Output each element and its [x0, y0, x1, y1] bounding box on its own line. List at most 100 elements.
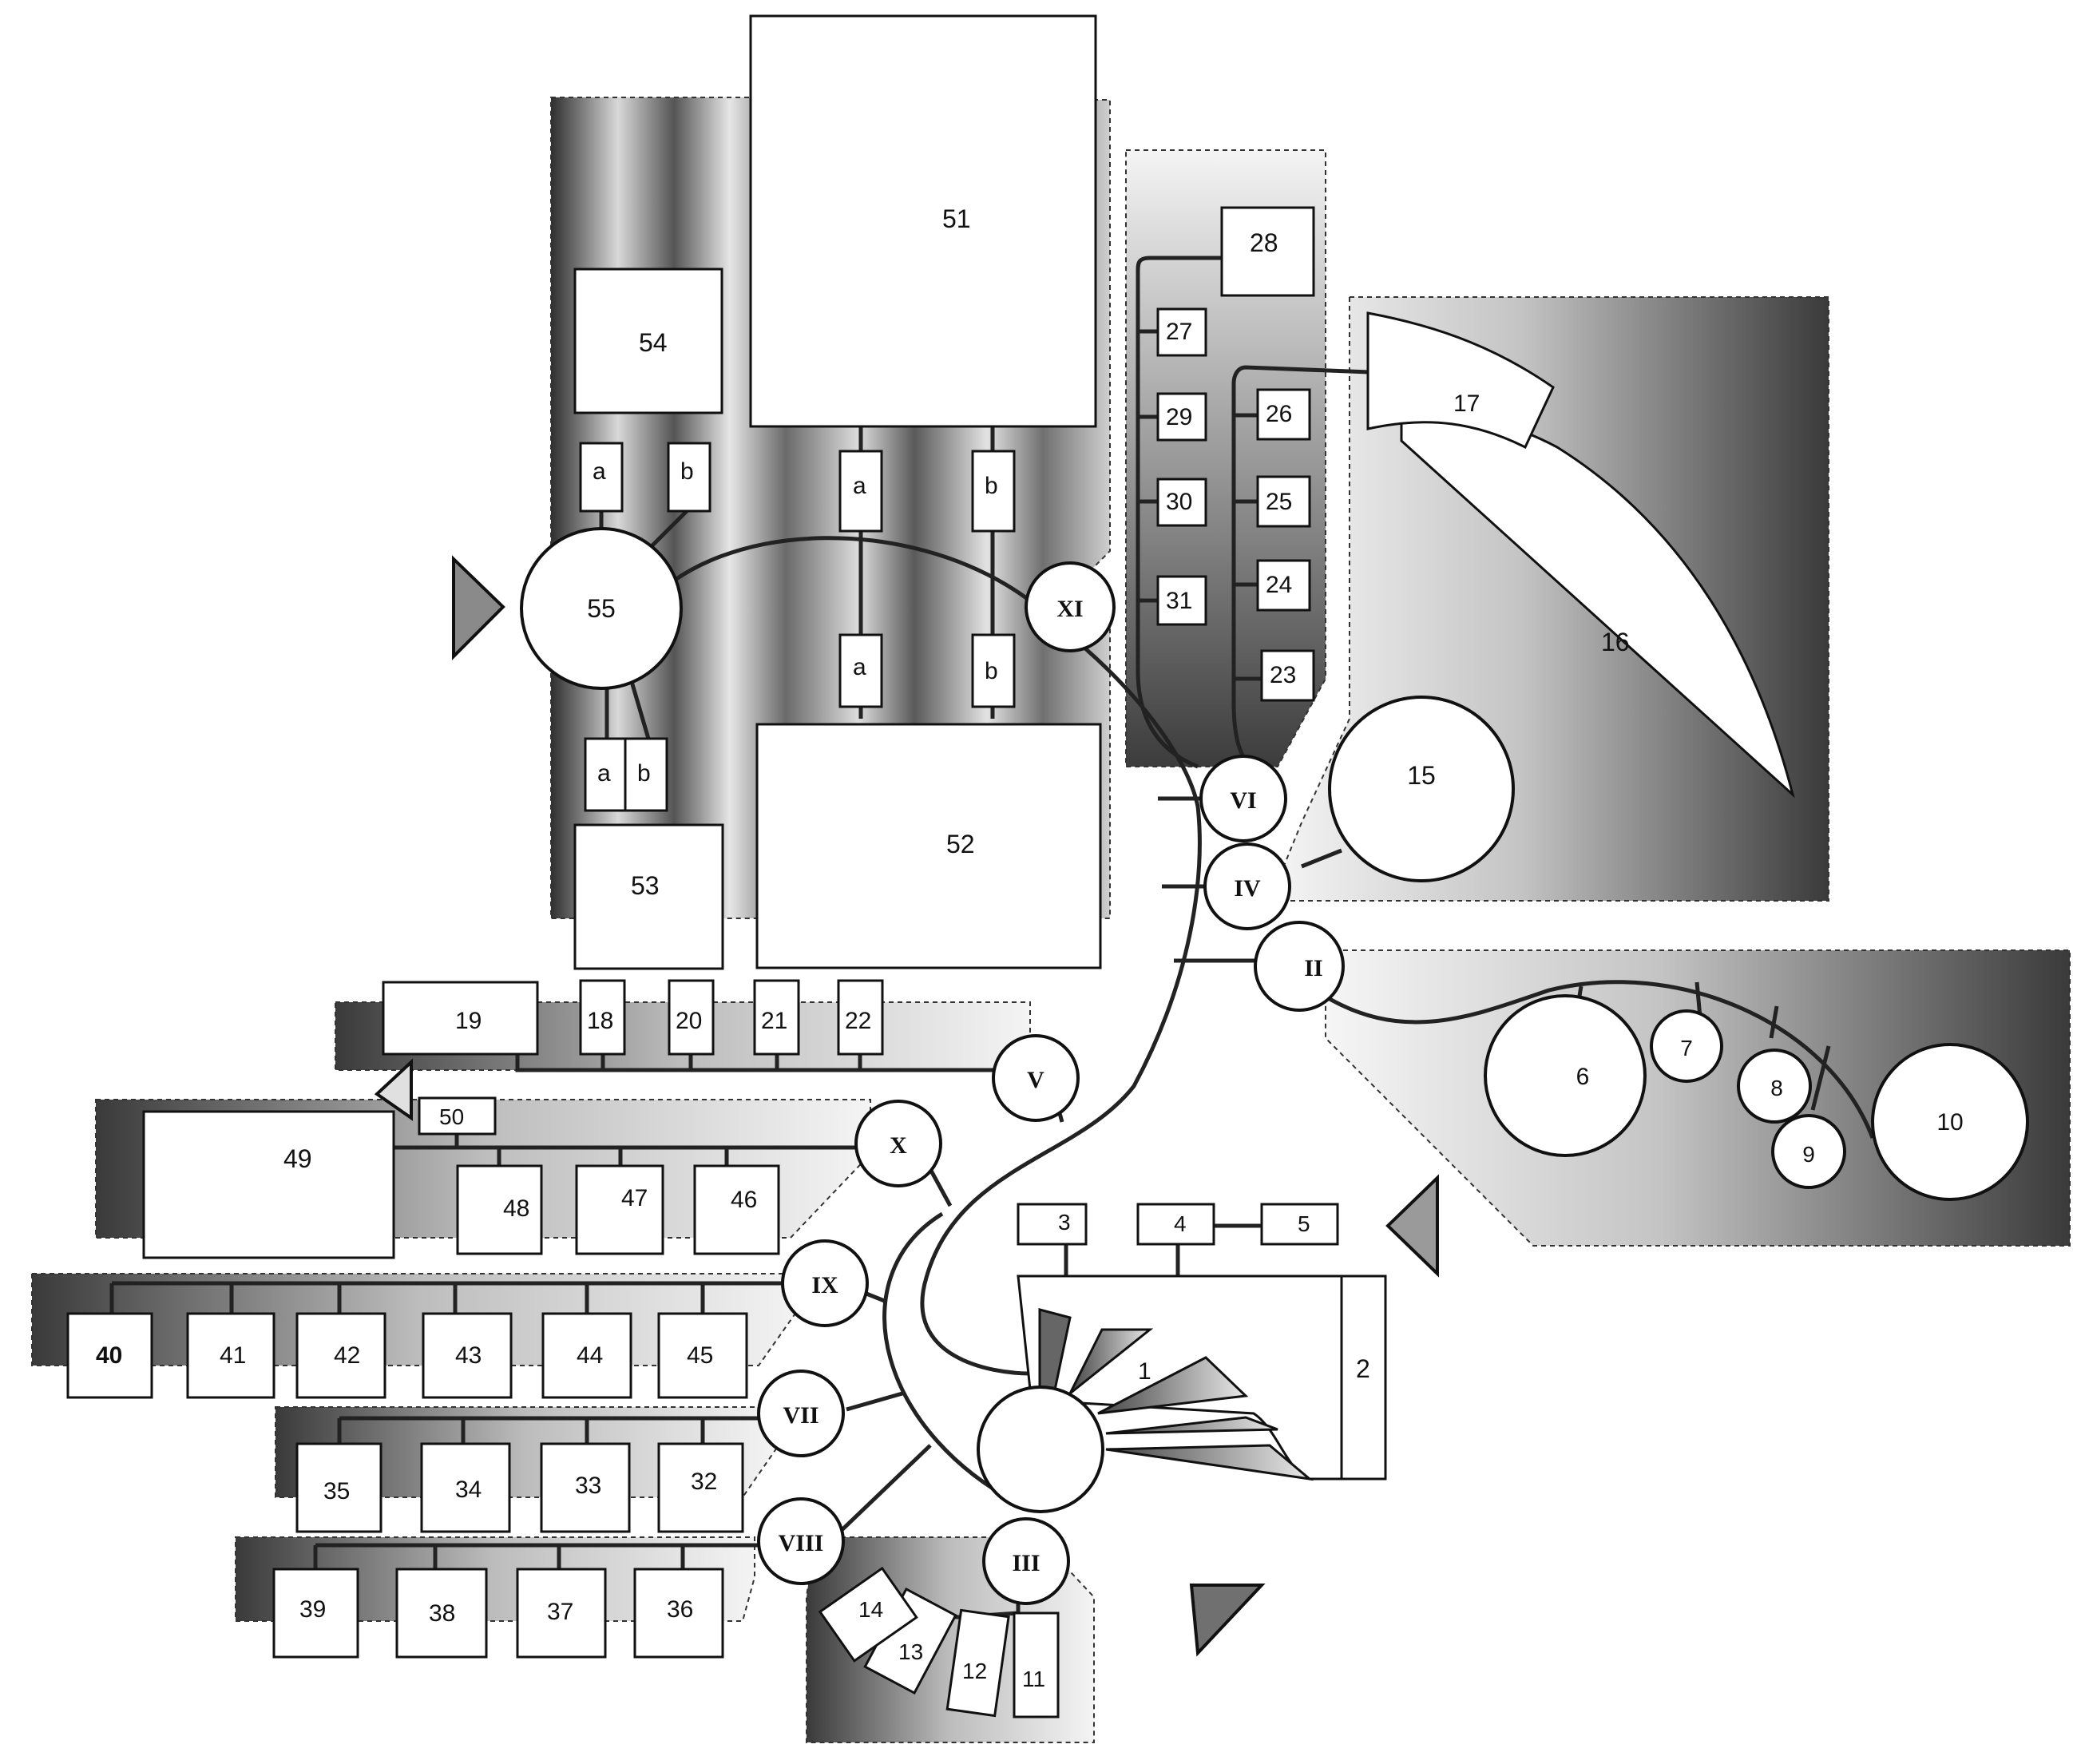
room-5	[1260, 1203, 1339, 1246]
junction-VIII	[757, 1497, 845, 1585]
junction-VII-label: VII	[783, 1402, 818, 1429]
junctions: XI VI IV II V X IX VII VIII III	[757, 561, 1345, 1605]
door-tags: a b a b a b a b	[579, 442, 1016, 812]
room-54-label: 54	[639, 328, 668, 357]
room-31-label: 31	[1166, 588, 1192, 614]
room-25	[1256, 475, 1311, 528]
junction-IV-label: IV	[1234, 875, 1261, 902]
room-37-label: 37	[547, 1599, 573, 1625]
door-a-54-label: a	[593, 458, 606, 485]
door-a-52-label: a	[853, 654, 866, 680]
door-b-52	[971, 633, 1016, 708]
junction-II	[1254, 921, 1345, 1012]
room-42	[295, 1312, 386, 1399]
room-37	[516, 1568, 607, 1659]
room-38-label: 38	[429, 1600, 455, 1627]
rooms: 51 52 53 54 28 27 29 30 31 26 25 24 23 1…	[66, 14, 1339, 1718]
room-8	[1737, 1048, 1812, 1124]
door-b-54-label: b	[680, 458, 694, 485]
entrance-arrow-icon	[452, 555, 505, 660]
room-53-label: 53	[631, 871, 660, 900]
room-32-label: 32	[691, 1469, 717, 1495]
room-12-label: 12	[962, 1659, 987, 1683]
room-52-label: 52	[946, 830, 975, 858]
junction-II-label: II	[1304, 955, 1322, 981]
room-54	[573, 268, 723, 414]
room-14-label: 14	[858, 1597, 883, 1622]
room-50	[418, 1096, 497, 1136]
room-44	[541, 1312, 632, 1399]
room-55	[520, 527, 683, 690]
room-21	[753, 979, 800, 1056]
room-33-label: 33	[575, 1473, 601, 1499]
room-28	[1220, 206, 1315, 297]
room-55-node: 55	[520, 527, 683, 690]
room-17-label: 17	[1453, 390, 1480, 417]
room-51-label: 51	[942, 204, 971, 233]
room-20-label: 20	[676, 1008, 702, 1034]
room-23	[1260, 649, 1315, 702]
room-7-label: 7	[1680, 1036, 1693, 1060]
room-48	[456, 1164, 543, 1255]
room-28-label: 28	[1250, 228, 1278, 257]
door-b-51	[971, 450, 1016, 533]
junction-XI	[1025, 561, 1116, 652]
junction-III	[982, 1517, 1070, 1605]
room-33	[540, 1442, 631, 1533]
room-17	[1366, 311, 1555, 450]
room-43-label: 43	[455, 1342, 482, 1369]
room-30	[1156, 478, 1207, 527]
room-13-label: 13	[898, 1639, 923, 1664]
room-53	[573, 823, 724, 970]
door-a-51-label: a	[853, 473, 866, 499]
room-11-label: 11	[1022, 1667, 1045, 1691]
room-1-cluster: 1 2	[977, 1274, 1387, 1513]
door-b-54	[667, 442, 711, 513]
room-21-label: 21	[761, 1008, 787, 1034]
room-3-label: 3	[1058, 1210, 1071, 1235]
room-7	[1650, 1009, 1723, 1083]
junction-VI-label: VI	[1230, 787, 1256, 814]
room-18-label: 18	[587, 1008, 613, 1034]
room-41-label: 41	[220, 1342, 246, 1369]
junction-VII	[757, 1370, 845, 1457]
room-20	[668, 979, 715, 1056]
junction-III-label: III	[1012, 1550, 1040, 1576]
junction-IX	[781, 1239, 869, 1327]
door-a-53-label: a	[597, 760, 611, 787]
room-10	[1871, 1043, 2029, 1201]
room-45-label: 45	[687, 1342, 713, 1369]
room-4-label: 4	[1174, 1211, 1187, 1236]
room-15	[1328, 696, 1515, 882]
room-47-label: 47	[621, 1185, 648, 1211]
room-48-label: 48	[503, 1195, 529, 1222]
room-31	[1156, 575, 1207, 626]
entrance-arrow-icon	[1189, 1584, 1266, 1657]
room-6	[1484, 994, 1647, 1157]
junction-V-label: V	[1027, 1067, 1044, 1093]
door-a-52	[838, 633, 883, 708]
door-a-54	[579, 442, 624, 513]
room-55-label: 55	[587, 594, 616, 623]
junction-IV	[1203, 842, 1291, 930]
room-27-label: 27	[1166, 319, 1192, 345]
room-14	[818, 1566, 918, 1663]
room-36	[633, 1568, 724, 1659]
room-38	[395, 1568, 488, 1659]
door-b-53	[624, 737, 668, 812]
room-26	[1256, 388, 1311, 441]
room-26-label: 26	[1266, 401, 1292, 427]
room-49-label: 49	[283, 1144, 312, 1173]
junction-VI	[1199, 755, 1287, 842]
room-44-label: 44	[577, 1342, 603, 1369]
room-50-label: 50	[439, 1104, 464, 1129]
zone-rooms-32-35	[275, 1406, 779, 1498]
entrance-arrow-icon	[1385, 1174, 1439, 1278]
rooms-6-10: 6 7 8 9 10	[1484, 994, 2029, 1201]
room-19-label: 19	[455, 1008, 482, 1034]
junction-VIII-label: VIII	[779, 1530, 824, 1556]
room-24	[1256, 559, 1311, 612]
junction-XI-label: XI	[1056, 596, 1083, 622]
connection-lines	[109, 256, 1875, 1619]
room-34	[420, 1442, 511, 1533]
